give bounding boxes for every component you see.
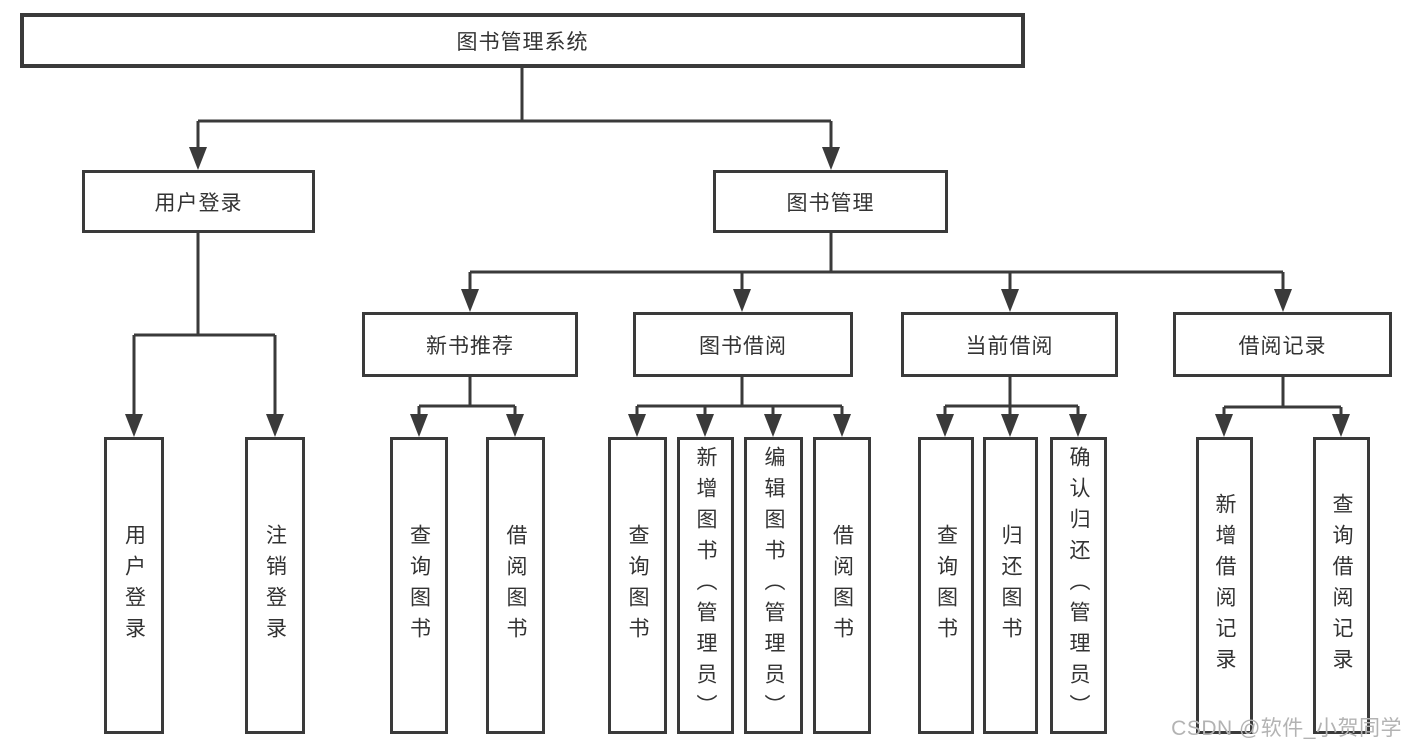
leaf-return-books-label: 归还图书: [999, 523, 1022, 648]
leaf-borrow-books-borrowing-label: 借阅图书: [830, 523, 854, 648]
node-book-management-label: 图书管理: [786, 191, 875, 215]
node-root: 图书管理系统: [20, 13, 1025, 68]
leaf-confirm-return-admin-label: 确认归还（管理员）: [1067, 446, 1090, 725]
leaf-borrow-books-recommend-label: 借阅图书: [504, 523, 527, 648]
node-book-borrowing: 图书借阅: [633, 312, 853, 377]
node-root-label: 图书管理系统: [456, 30, 589, 54]
node-user-login-label: 用户登录: [154, 191, 243, 215]
node-book-management: 图书管理: [713, 170, 948, 233]
leaf-add-borrow-record: 新增借阅记录: [1196, 437, 1253, 734]
leaf-confirm-return-admin: 确认归还（管理员）: [1050, 437, 1107, 734]
leaf-edit-books-admin-label: 编辑图书（管理员）: [762, 446, 785, 725]
leaf-query-books-recommend: 查询图书: [390, 437, 448, 734]
leaf-edit-books-admin: 编辑图书（管理员）: [744, 437, 803, 734]
leaf-query-books-borrowing-label: 查询图书: [626, 523, 649, 648]
arrowheads: [125, 147, 1350, 437]
leaf-query-books-borrowing: 查询图书: [608, 437, 667, 734]
node-current-borrowing: 当前借阅: [901, 312, 1118, 377]
node-current-borrowing-label: 当前借阅: [965, 334, 1054, 358]
leaf-borrow-books-borrowing: 借阅图书: [813, 437, 871, 734]
leaf-user-login-label: 用户登录: [122, 523, 146, 648]
leaf-logout-label: 注销登录: [263, 523, 287, 648]
node-borrowing-records-label: 借阅记录: [1238, 334, 1327, 358]
leaf-query-borrow-record: 查询借阅记录: [1313, 437, 1370, 734]
leaf-borrow-books-recommend: 借阅图书: [486, 437, 545, 734]
leaf-logout: 注销登录: [245, 437, 305, 734]
leaf-query-books-recommend-label: 查询图书: [407, 523, 431, 648]
leaf-user-login: 用户登录: [104, 437, 164, 734]
leaf-query-books-current: 查询图书: [918, 437, 974, 734]
csdn-watermark: CSDN @软件_小贺同学: [1171, 717, 1402, 740]
node-borrowing-records: 借阅记录: [1173, 312, 1392, 377]
node-user-login: 用户登录: [82, 170, 315, 233]
leaf-add-books-admin-label: 新增图书（管理员）: [694, 446, 717, 725]
leaf-return-books: 归还图书: [983, 437, 1038, 734]
leaf-add-borrow-record-label: 新增借阅记录: [1213, 492, 1236, 679]
leaf-add-books-admin: 新增图书（管理员）: [677, 437, 734, 734]
node-new-book-recommendation-label: 新书推荐: [426, 334, 514, 358]
leaf-query-borrow-record-label: 查询借阅记录: [1330, 492, 1353, 679]
node-new-book-recommendation: 新书推荐: [362, 312, 578, 377]
leaf-query-books-current-label: 查询图书: [934, 523, 958, 648]
node-book-borrowing-label: 图书借阅: [699, 334, 787, 358]
